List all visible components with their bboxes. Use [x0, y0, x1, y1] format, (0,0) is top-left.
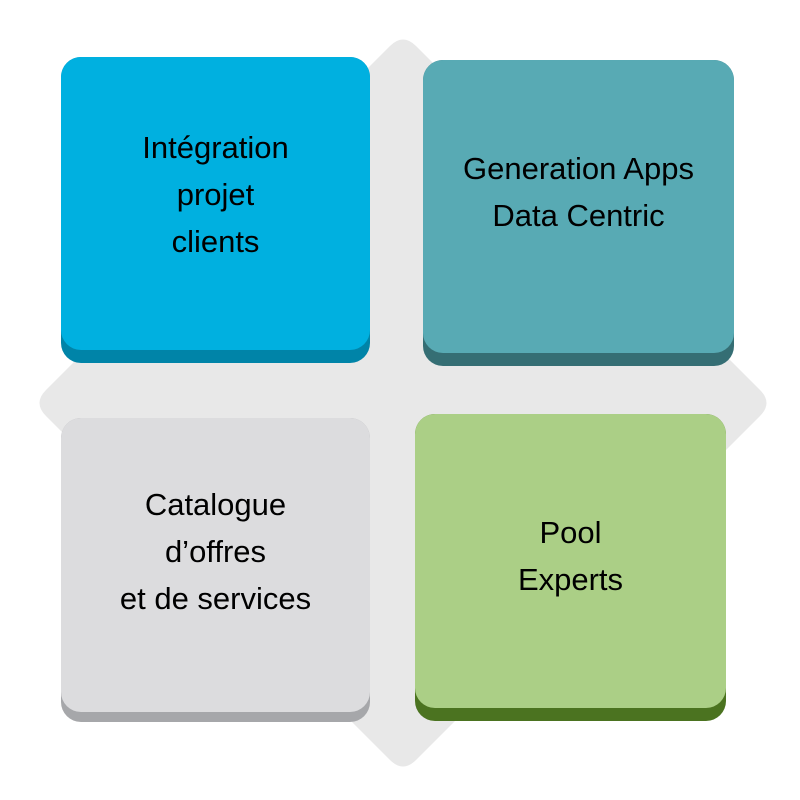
tile-generation-apps: Generation Apps Data Centric [423, 60, 734, 366]
tile-catalogue-offres: Catalogue d’offres et de services [61, 418, 370, 722]
tile-label: Generation Apps Data Centric [463, 150, 694, 233]
tile-label: Pool Experts [517, 515, 624, 597]
tile-face: Catalogue d’offres et de services [61, 418, 370, 712]
tile-label: Catalogue d’offres et de services [119, 486, 312, 616]
tile-pool-experts: Pool Experts [415, 414, 726, 721]
tile-face: Intégration projet clients [61, 57, 370, 350]
tile-integration-projet-clients: Intégration projet clients [61, 57, 370, 363]
tile-label: Intégration projet clients [142, 130, 289, 259]
tile-face: Pool Experts [415, 414, 726, 708]
tile-face: Generation Apps Data Centric [423, 60, 734, 353]
